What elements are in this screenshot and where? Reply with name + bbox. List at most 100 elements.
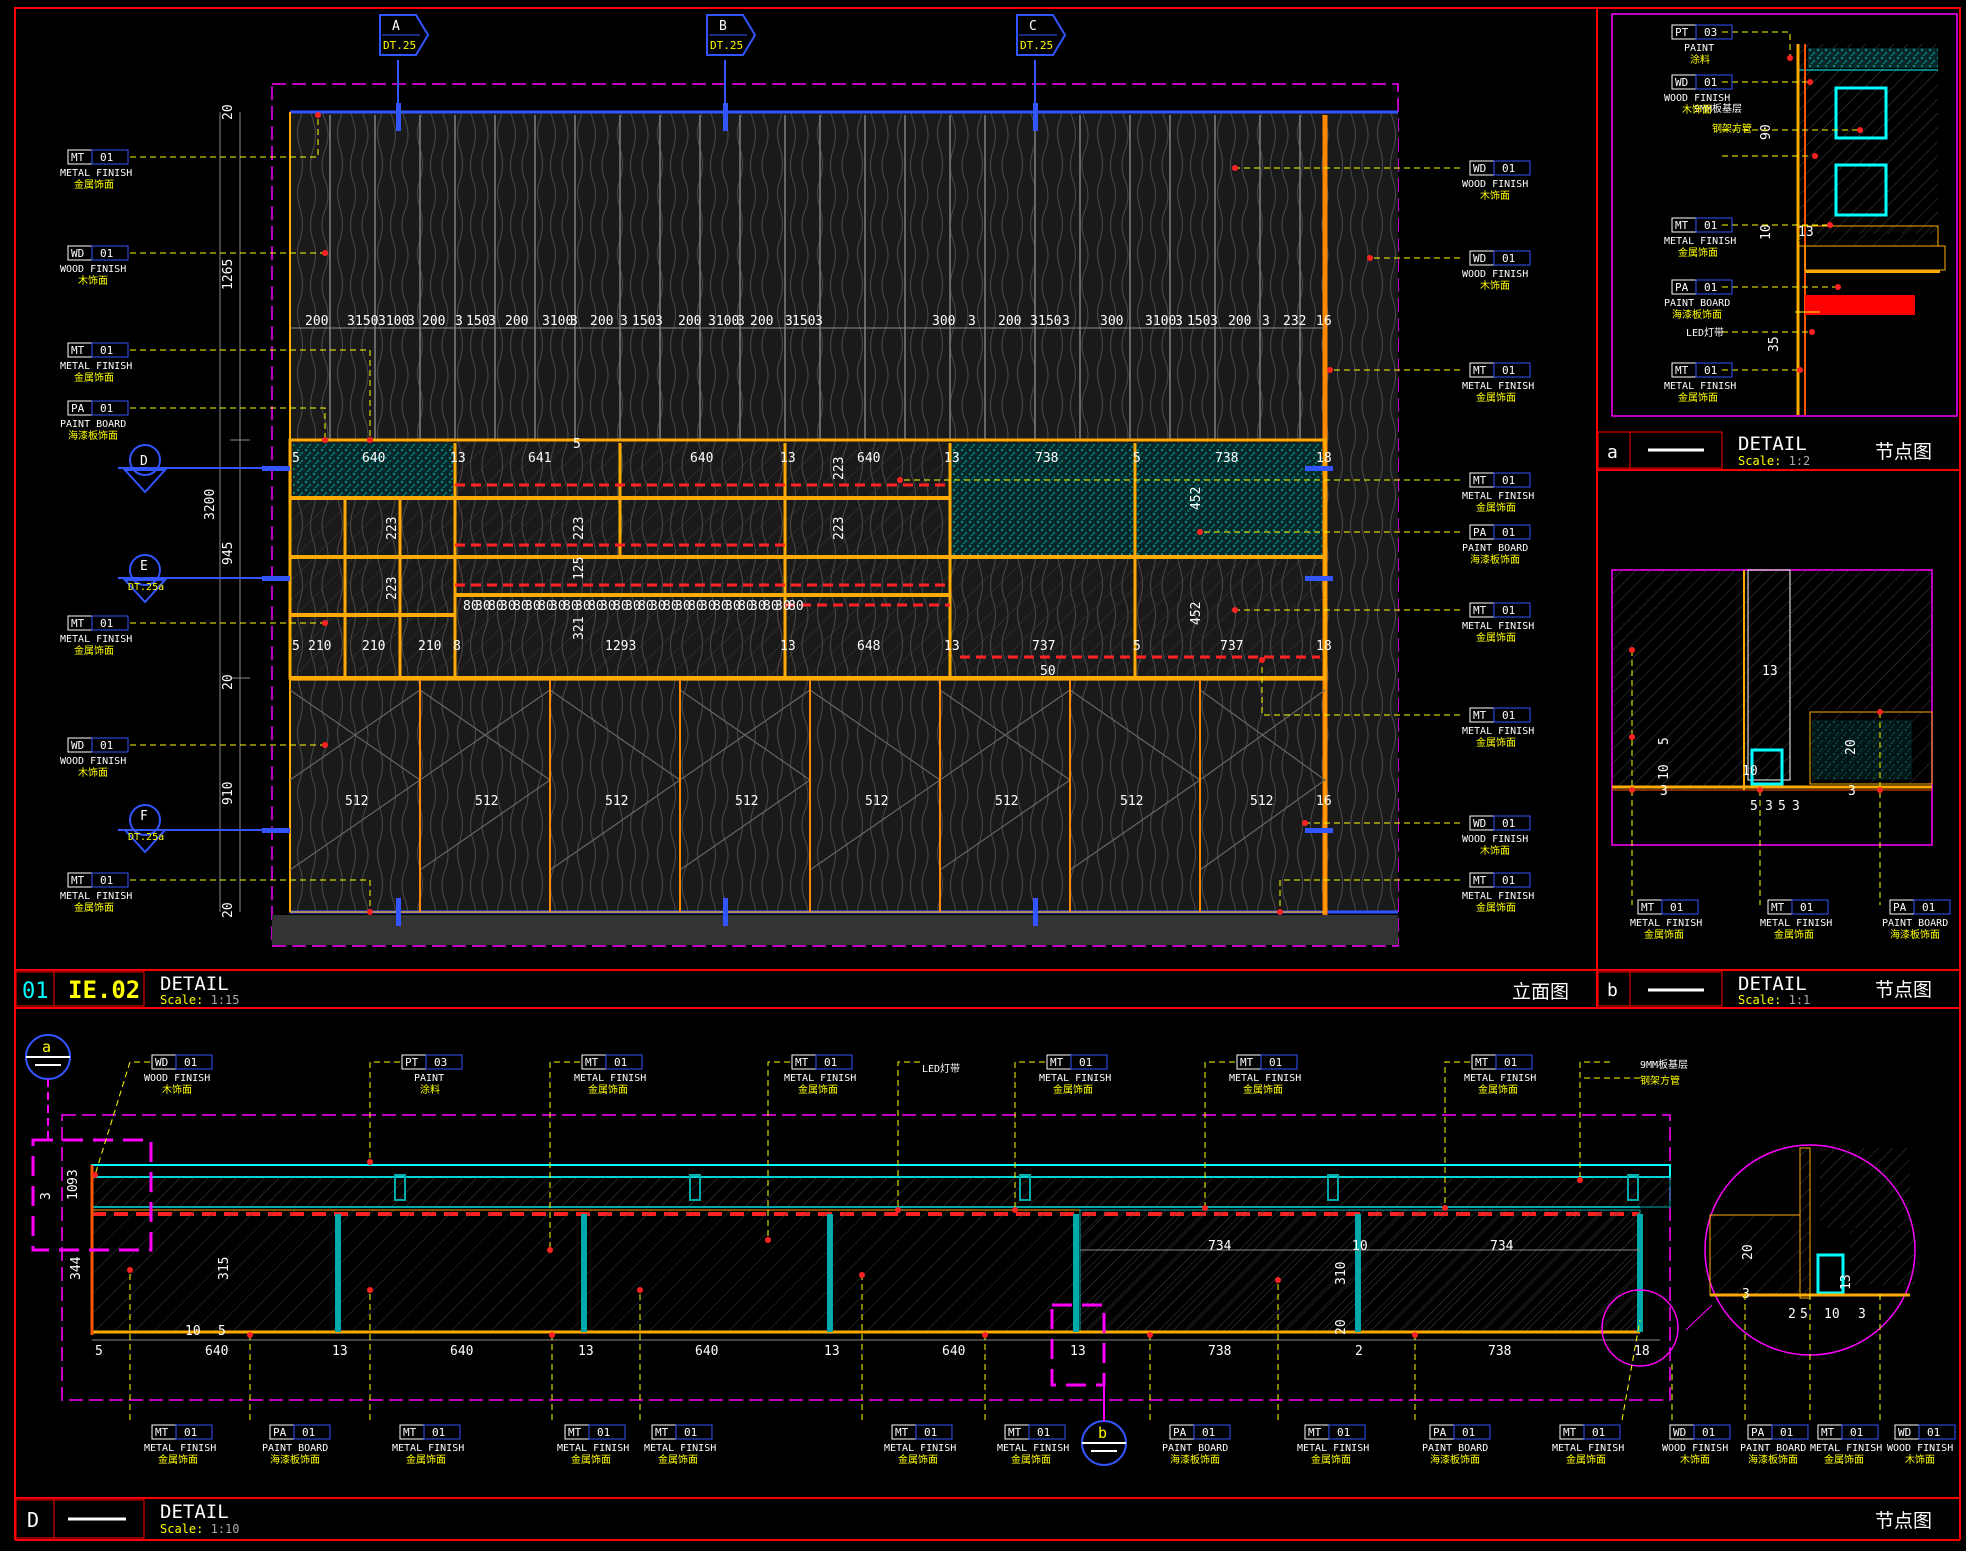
- svg-text:MT: MT: [1050, 1056, 1064, 1069]
- svg-text:MT: MT: [1675, 364, 1689, 377]
- section-marker-f[interactable]: F DT.25a: [122, 804, 168, 854]
- svg-text:海漆板饰面: 海漆板饰面: [1430, 1453, 1480, 1466]
- section-marker-b[interactable]: B DT.25: [706, 14, 757, 56]
- svg-text:金属饰面: 金属饰面: [74, 644, 114, 657]
- svg-text:Scale: 1:2: Scale: 1:2: [1738, 454, 1810, 468]
- svg-text:木饰面: 木饰面: [78, 274, 108, 287]
- svg-text:13: 13: [780, 451, 796, 466]
- svg-text:Scale: 1:15: Scale: 1:15: [160, 993, 240, 1007]
- svg-text:PAINT BOARD: PAINT BOARD: [1664, 298, 1730, 309]
- section-marker-d[interactable]: D: [122, 444, 168, 495]
- svg-text:30: 30: [550, 599, 566, 614]
- callout-a-bubble[interactable]: a: [25, 1034, 71, 1140]
- sheet-frames: [14, 7, 1961, 1541]
- svg-text:3: 3: [570, 314, 578, 329]
- svg-text:金属饰面: 金属饰面: [1478, 1083, 1518, 1096]
- svg-text:30: 30: [700, 599, 716, 614]
- callout-b-bubble[interactable]: b: [1081, 1385, 1127, 1466]
- svg-text:PAINT: PAINT: [414, 1073, 444, 1084]
- svg-text:金属饰面: 金属饰面: [1311, 1453, 1351, 1466]
- svg-text:3: 3: [407, 314, 415, 329]
- svg-text:金属饰面: 金属饰面: [798, 1083, 838, 1096]
- svg-text:223: 223: [832, 517, 847, 540]
- svg-text:150: 150: [1187, 314, 1210, 329]
- svg-text:b: b: [1607, 980, 1618, 1001]
- svg-text:734: 734: [1490, 1239, 1514, 1254]
- svg-text:木饰面: 木饰面: [1680, 1453, 1710, 1466]
- svg-text:223: 223: [385, 517, 400, 540]
- svg-text:01: 01: [1850, 1426, 1863, 1439]
- svg-text:3100: 3100: [708, 314, 739, 329]
- svg-text:METAL FINISH: METAL FINISH: [60, 891, 132, 902]
- svg-text:WOOD FINISH: WOOD FINISH: [1462, 269, 1528, 280]
- svg-text:WD: WD: [1473, 252, 1486, 265]
- svg-text:METAL FINISH: METAL FINISH: [1229, 1073, 1301, 1084]
- svg-text:WD: WD: [71, 247, 84, 260]
- svg-text:80: 80: [663, 599, 679, 614]
- section-f-letter: F: [140, 809, 148, 824]
- svg-text:钢架方管: 钢架方管: [1712, 122, 1752, 135]
- svg-text:海漆板饰面: 海漆板饰面: [68, 429, 118, 442]
- svg-text:16: 16: [1316, 794, 1332, 809]
- svg-text:MT: MT: [1473, 604, 1487, 617]
- section-marker-e[interactable]: E DT.25a: [122, 554, 168, 604]
- svg-text:01: 01: [184, 1056, 197, 1069]
- svg-text:8: 8: [453, 639, 461, 654]
- svg-text:30: 30: [600, 599, 616, 614]
- svg-text:35: 35: [1767, 336, 1782, 352]
- svg-text:MT: MT: [403, 1426, 417, 1439]
- svg-text:涂料: 涂料: [420, 1083, 440, 1096]
- svg-text:640: 640: [205, 1344, 228, 1359]
- svg-text:a: a: [1607, 442, 1618, 463]
- svg-text:METAL FINISH: METAL FINISH: [997, 1443, 1069, 1454]
- svg-text:PAINT BOARD: PAINT BOARD: [1422, 1443, 1488, 1454]
- svg-text:金属饰面: 金属饰面: [406, 1453, 446, 1466]
- svg-text:640: 640: [690, 451, 713, 466]
- svg-text:80: 80: [588, 599, 604, 614]
- svg-text:木饰面: 木饰面: [162, 1083, 192, 1096]
- svg-text:金属饰面: 金属饰面: [898, 1453, 938, 1466]
- svg-text:海漆板饰面: 海漆板饰面: [1672, 308, 1722, 321]
- svg-text:512: 512: [345, 794, 368, 809]
- section-marker-c[interactable]: C DT.25: [1016, 14, 1067, 56]
- section-e-letter: E: [140, 559, 148, 574]
- svg-text:01: 01: [1502, 364, 1515, 377]
- svg-text:WOOD FINISH: WOOD FINISH: [1462, 834, 1528, 845]
- svg-text:METAL FINISH: METAL FINISH: [1462, 726, 1534, 737]
- shelf-zone: [288, 438, 1327, 680]
- detail-a-title-bar: a DETAIL Scale: 1:2 节点图: [1597, 431, 1932, 469]
- svg-text:640: 640: [857, 451, 880, 466]
- svg-text:20: 20: [1844, 739, 1859, 755]
- svg-text:93: 93: [66, 1169, 81, 1185]
- svg-text:30: 30: [575, 599, 591, 614]
- svg-text:3: 3: [1765, 799, 1773, 814]
- svg-text:13: 13: [824, 1344, 840, 1359]
- svg-text:01: 01: [100, 247, 113, 260]
- svg-text:200: 200: [750, 314, 773, 329]
- svg-text:512: 512: [475, 794, 498, 809]
- svg-text:金属饰面: 金属饰面: [1644, 928, 1684, 941]
- svg-text:13: 13: [450, 451, 466, 466]
- svg-text:MT: MT: [585, 1056, 599, 1069]
- svg-text:METAL FINISH: METAL FINISH: [144, 1443, 216, 1454]
- svg-text:200: 200: [305, 314, 328, 329]
- section-marker-a[interactable]: A DT.25: [379, 14, 430, 56]
- svg-text:150: 150: [632, 314, 655, 329]
- svg-text:金属饰面: 金属饰面: [74, 371, 114, 384]
- svg-text:金属饰面: 金属饰面: [658, 1453, 698, 1466]
- svg-text:金属饰面: 金属饰面: [1476, 736, 1516, 749]
